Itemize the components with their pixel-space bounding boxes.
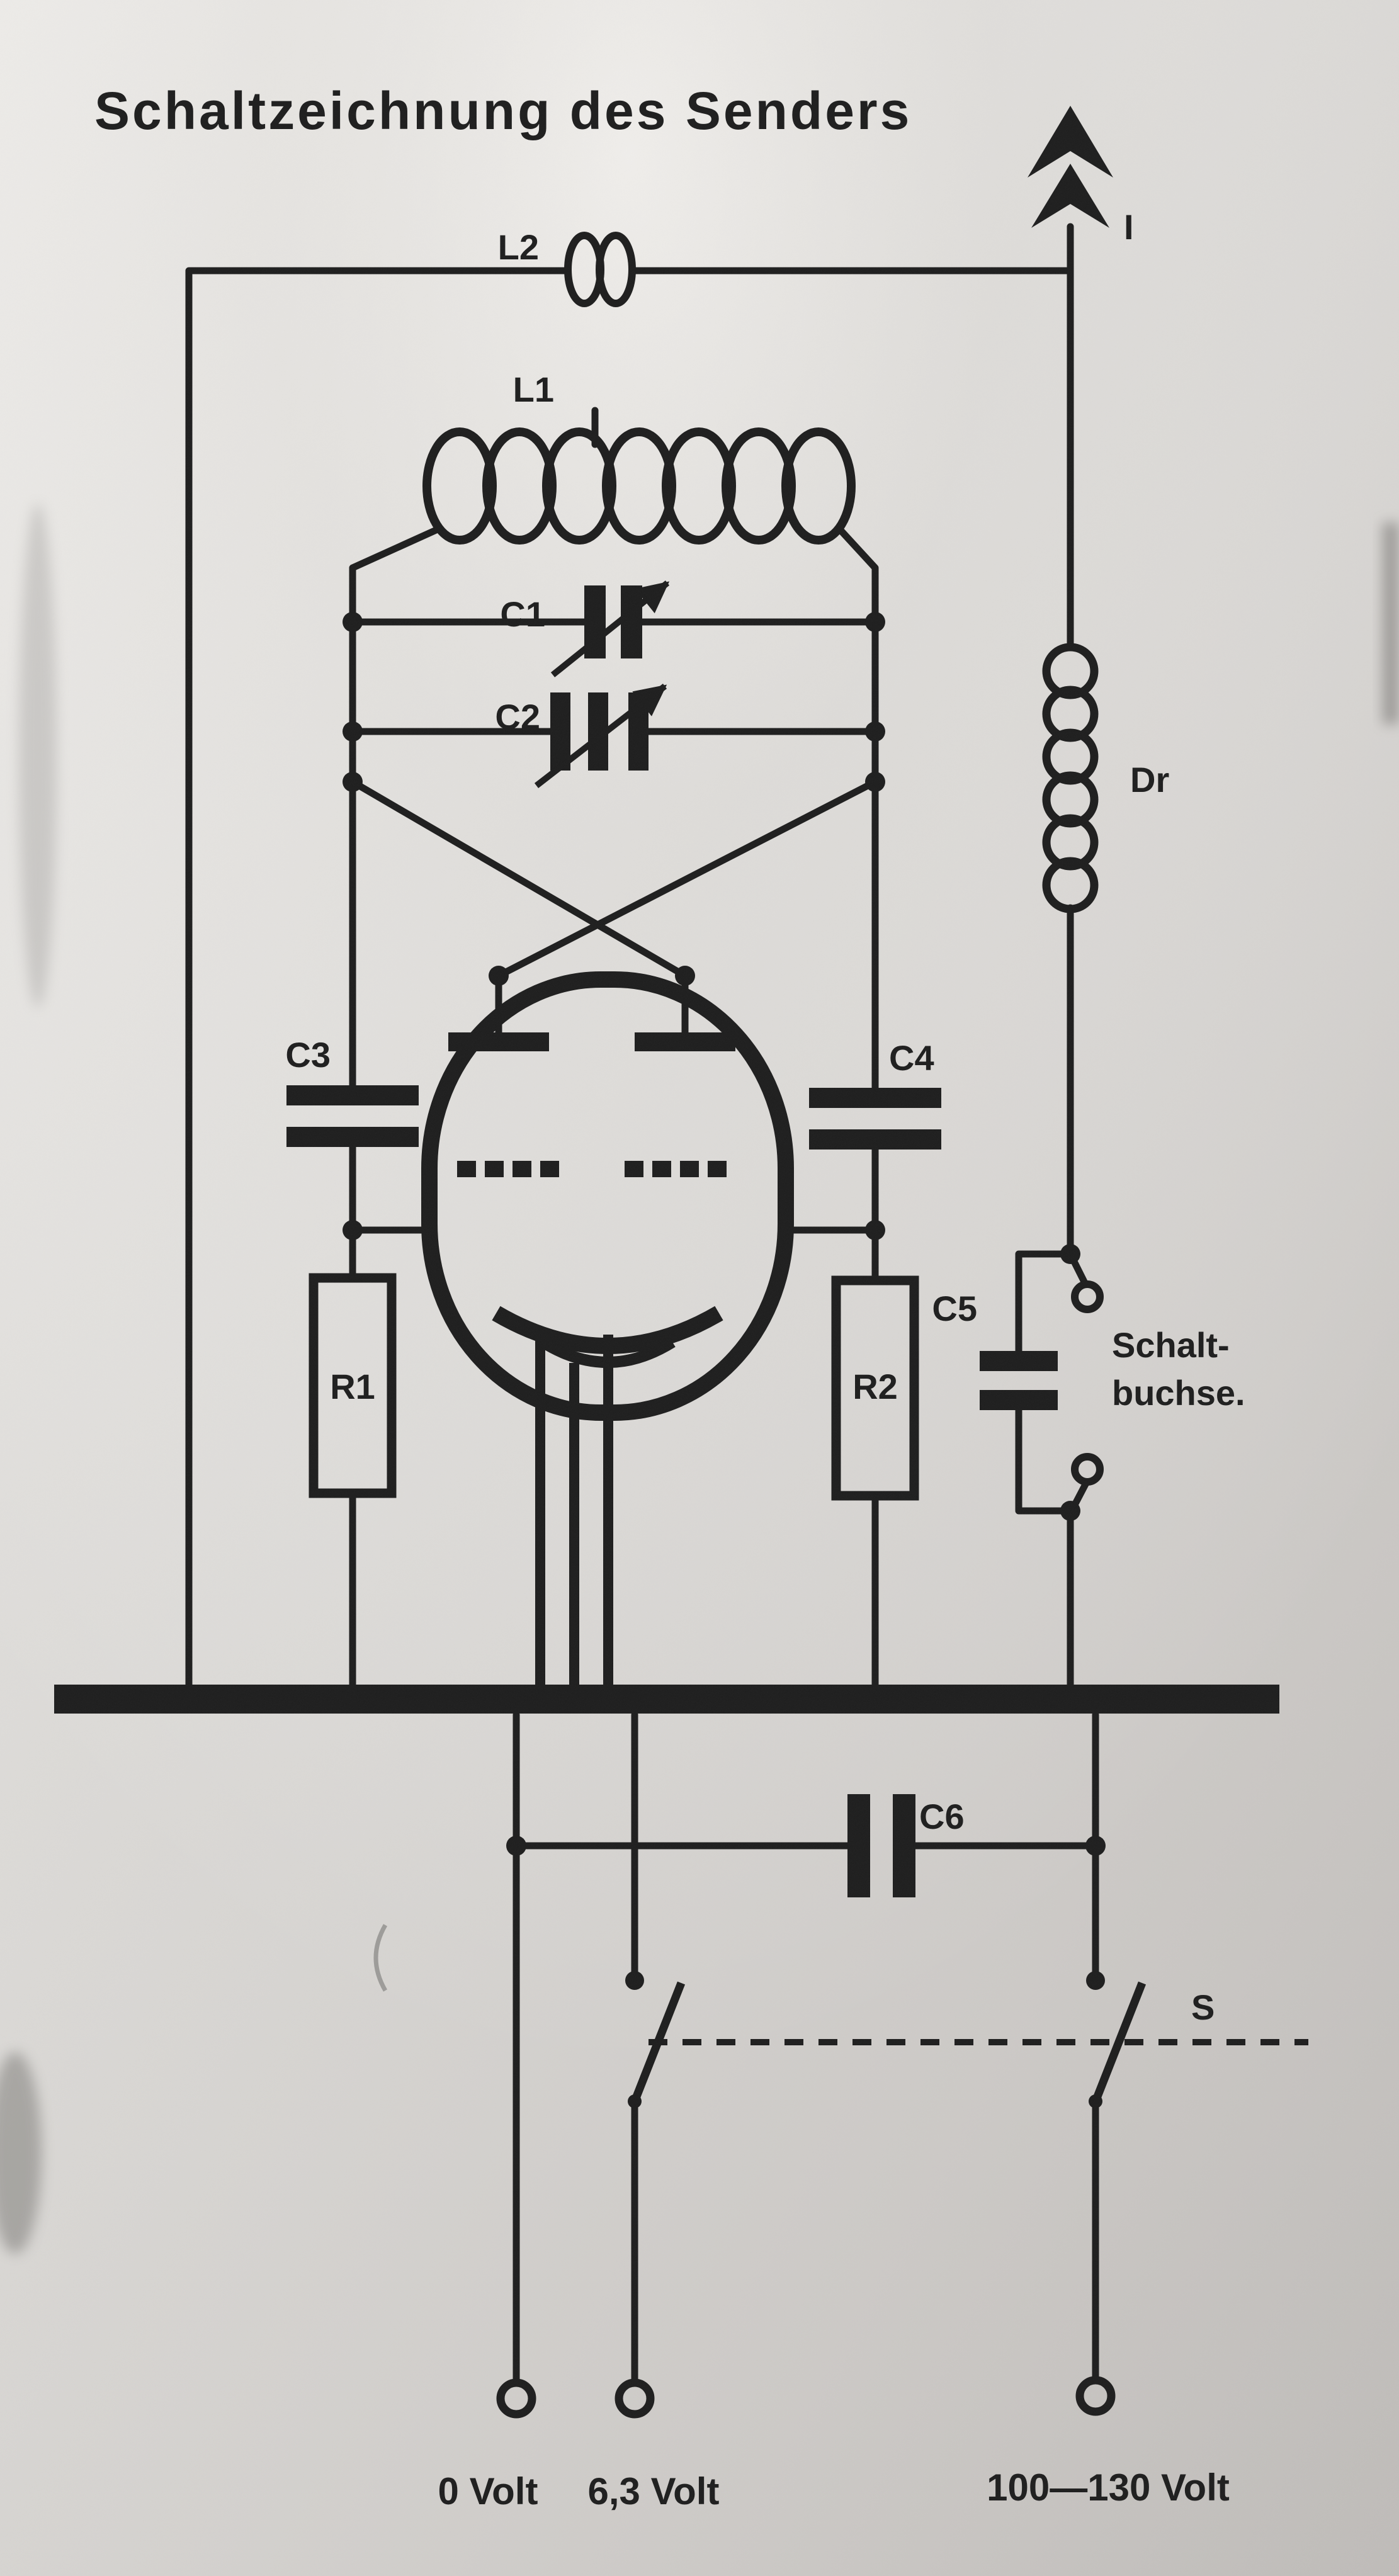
schematic-svg: Schaltzeichnung des Senders L2 L1 C1 C2 … xyxy=(0,0,1399,2576)
scanned-schematic-page: Schaltzeichnung des Senders L2 L1 C1 C2 … xyxy=(0,0,1399,2576)
scan-grain xyxy=(0,0,1399,2576)
